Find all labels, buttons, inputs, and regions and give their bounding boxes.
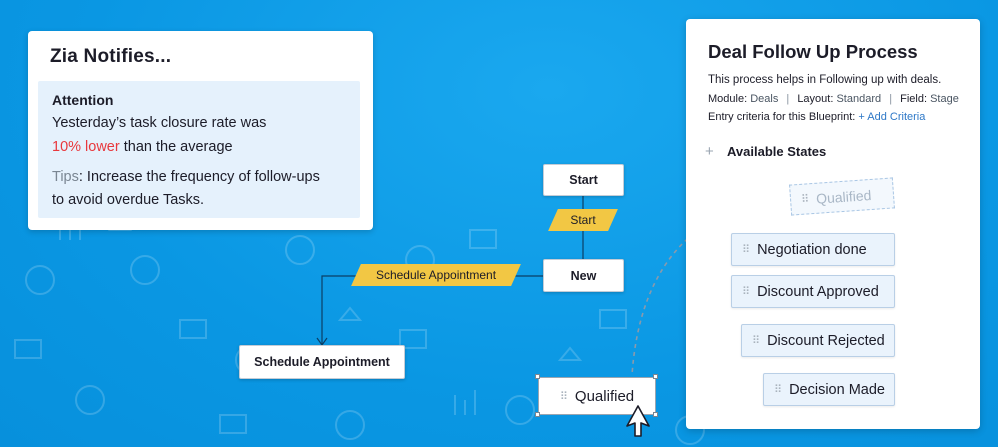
alert-line-1: Yesterday’s task closure rate was [52, 115, 267, 131]
flow-node-schedule-appointment[interactable]: Schedule Appointment [239, 345, 405, 379]
tips-line-2: to avoid overdue Tasks. [52, 192, 205, 208]
dragged-state-label: Qualified [574, 387, 635, 405]
zia-title: Zia Notifies... [50, 46, 172, 67]
ghost-state-label: Qualified [815, 186, 872, 207]
dragged-state-qualified[interactable]: ⠿ Qualified [538, 377, 656, 415]
state-item[interactable]: ⠿ Negotiation done [731, 233, 895, 266]
drag-handle-icon: ⠿ [774, 384, 782, 396]
cursor-arrow-icon [626, 405, 650, 437]
zia-alert-box: Attention Yesterday’s task closure rate … [38, 81, 360, 218]
panel-meta: Module: Deals | Layout: Standard | Field… [708, 93, 959, 105]
resize-handle-top-right[interactable] [653, 374, 658, 379]
module-value: Deals [750, 93, 779, 105]
drag-handle-icon: ⠿ [800, 193, 809, 206]
alert-highlight: 10% lower [52, 139, 120, 155]
state-label: Discount Rejected [767, 332, 885, 349]
add-criteria-link[interactable]: + Add Criteria [858, 111, 926, 123]
layout-label: Layout: [797, 93, 834, 105]
transition-start[interactable]: Start [553, 209, 613, 231]
transition-start-label: Start [570, 213, 596, 227]
tips-line-1: Tips: Increase the frequency of follow-u… [52, 169, 320, 185]
state-item[interactable]: ⠿ Discount Rejected [741, 324, 895, 357]
tips-label: Tips [52, 169, 79, 185]
flow-node-start[interactable]: Start [543, 164, 624, 196]
tips-text: : Increase the frequency of follow-ups [78, 169, 320, 185]
drag-handle-icon: ⠿ [742, 286, 750, 298]
module-label: Module: [708, 93, 748, 105]
state-label: Discount Approved [757, 283, 879, 300]
zia-notification-card: Zia Notifies... Attention Yesterday’s ta… [28, 31, 373, 230]
alert-line-2-rest: than the average [119, 139, 233, 155]
drag-handle-icon: ⠿ [742, 244, 750, 256]
flow-node-new[interactable]: New [543, 259, 624, 292]
connector-new-schedule [321, 275, 543, 344]
resize-handle-bottom-left[interactable] [535, 412, 540, 417]
alert-line-2: 10% lower than the average [52, 139, 233, 155]
background-pattern [14, 215, 705, 445]
entry-criteria: Entry criteria for this Blueprint: + Add… [708, 111, 925, 123]
state-item[interactable]: ⠿ Decision Made [763, 373, 895, 406]
field-label: Field: [900, 93, 928, 105]
field-value: Stage [930, 93, 959, 105]
attention-heading: Attention [52, 92, 114, 108]
drag-handle-icon: ⠿ [752, 335, 760, 347]
transition-schedule-appointment[interactable]: Schedule Appointment [356, 264, 516, 286]
resize-handle-top-left[interactable] [535, 374, 540, 379]
panel-title: Deal Follow Up Process [708, 41, 918, 62]
plus-icon[interactable]: + [705, 143, 714, 160]
state-item[interactable]: ⠿ Discount Approved [731, 275, 895, 308]
state-label: Decision Made [789, 381, 885, 398]
available-states-heading: Available States [727, 144, 827, 159]
blueprint-details-panel: Deal Follow Up Process This process help… [686, 19, 980, 429]
drag-handle-icon: ⠿ [559, 390, 568, 403]
transition-schedule-label: Schedule Appointment [375, 268, 497, 282]
panel-description: This process helps in Following up with … [708, 74, 942, 86]
state-label: Negotiation done [757, 241, 867, 258]
resize-handle-bottom-right[interactable] [653, 412, 658, 417]
entry-label: Entry criteria for this Blueprint: [708, 111, 856, 123]
layout-value: Standard [836, 93, 882, 105]
